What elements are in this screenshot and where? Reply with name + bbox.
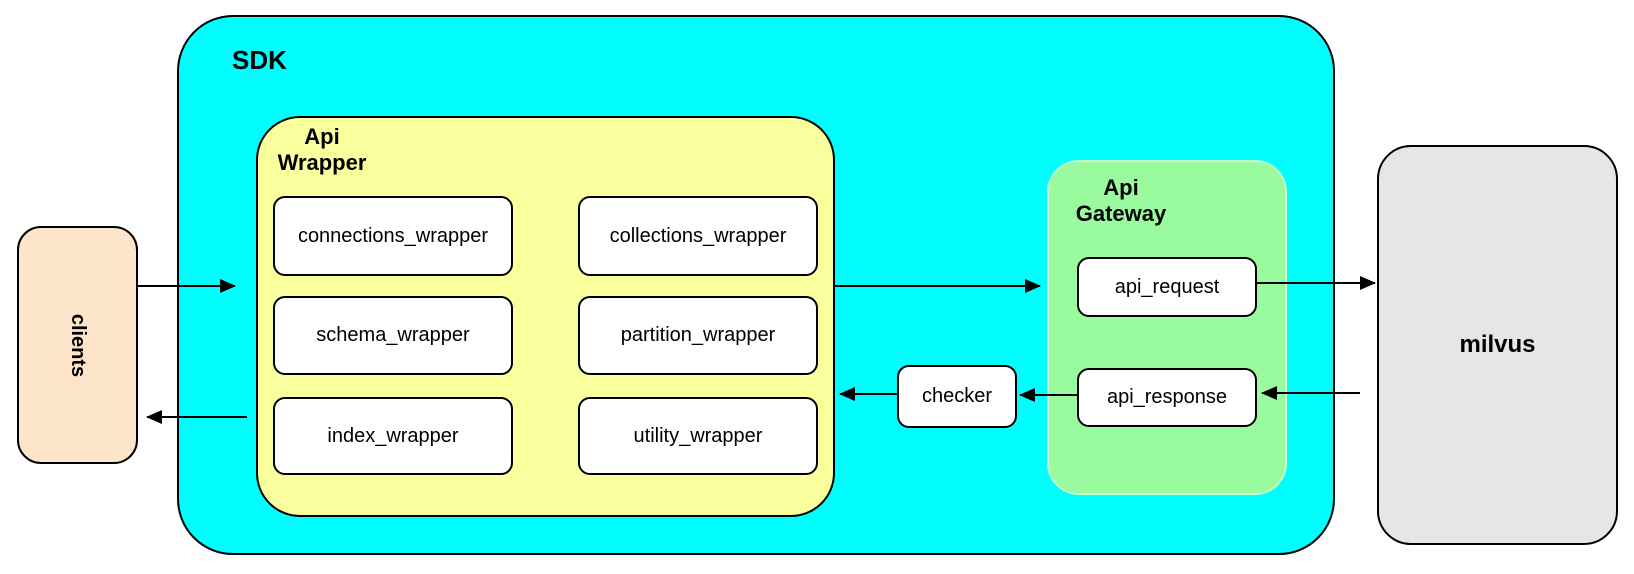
api-request-label: api_request <box>1114 275 1220 298</box>
index-wrapper-label: index_wrapper <box>327 424 459 447</box>
node-api-response: api_response <box>1077 368 1257 427</box>
api-wrapper-label-line2: Wrapper <box>277 150 367 175</box>
schema-wrapper-label: schema_wrapper <box>316 324 470 346</box>
node-index-wrapper: index_wrapper <box>273 397 513 475</box>
node-checker: checker <box>897 365 1017 428</box>
api-gateway-label-line2: Gateway <box>1075 201 1167 226</box>
api-wrapper-label: Api Wrapper <box>264 124 380 176</box>
node-clients: clients <box>17 226 138 464</box>
api-wrapper-label-line1: Api <box>304 124 340 149</box>
node-collections-wrapper: collections_wrapper <box>578 196 818 276</box>
node-utility-wrapper: utility_wrapper <box>578 397 818 475</box>
node-milvus: milvus <box>1377 145 1618 545</box>
connections-wrapper-label: connections_wrapper <box>297 224 489 247</box>
api-gateway-label: Api Gateway <box>1065 175 1177 227</box>
node-api-request: api_request <box>1077 257 1257 317</box>
node-connections-wrapper: connections_wrapper <box>273 196 513 276</box>
api-response-label: api_response <box>1106 386 1228 408</box>
clients-label: clients <box>66 313 89 377</box>
edge-api-wrapper-to-api-gateway <box>835 279 1041 293</box>
edge-checker-to-api-wrapper <box>839 387 897 401</box>
utility-wrapper-label: utility_wrapper <box>633 424 763 447</box>
collections-wrapper-label: collections_wrapper <box>609 224 787 247</box>
sdk-label: SDK <box>232 45 287 75</box>
api-gateway-label-line1: Api <box>1103 175 1139 200</box>
edge-api-response-to-checker <box>1019 388 1077 402</box>
edge-api-wrapper-to-clients <box>146 410 247 424</box>
api-gateway-container: Api Gateway <box>1047 160 1287 495</box>
milvus-label: milvus <box>1459 331 1536 358</box>
edge-milvus-to-api-response <box>1261 386 1360 400</box>
checker-label: checker <box>921 385 993 407</box>
edge-clients-to-api-wrapper <box>138 279 236 293</box>
edge-api-request-to-milvus <box>1257 276 1376 290</box>
node-schema-wrapper: schema_wrapper <box>273 296 513 375</box>
node-partition-wrapper: partition_wrapper <box>578 296 818 375</box>
partition-wrapper-label: partition_wrapper <box>620 324 776 346</box>
